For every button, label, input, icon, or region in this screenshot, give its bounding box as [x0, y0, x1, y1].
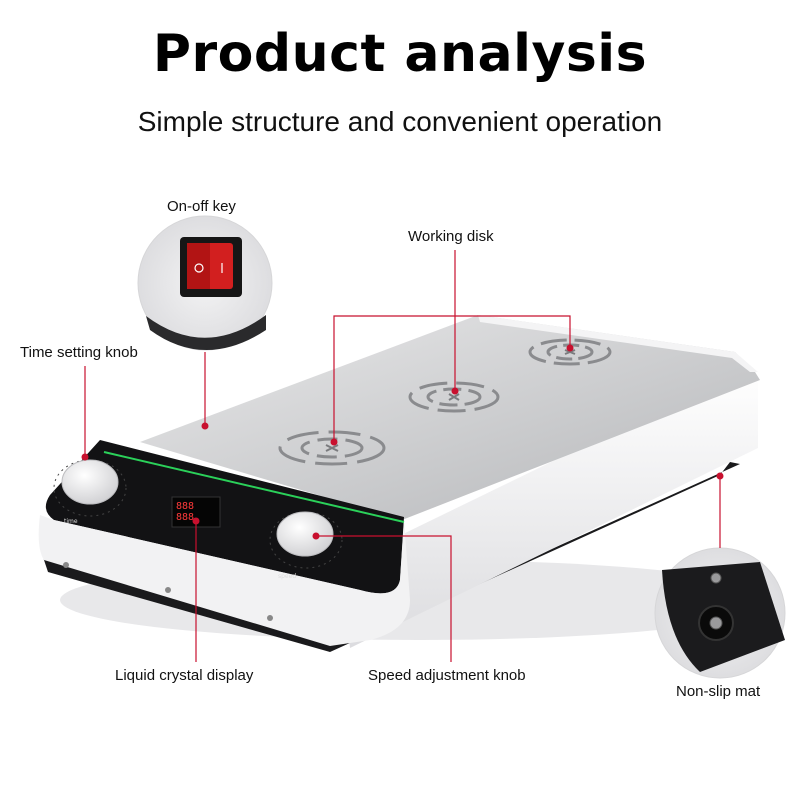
- accent-line: [103, 451, 405, 523]
- speed-knob-label: speed: [278, 573, 296, 580]
- callout-time-setting-knob: Time setting knob: [20, 344, 138, 361]
- callout-non-slip-mat: Non-slip mat: [676, 683, 761, 700]
- working-disk-1: [278, 430, 386, 466]
- speed-adjustment-knob[interactable]: speed: [269, 511, 343, 580]
- time-setting-knob[interactable]: time: [53, 459, 127, 525]
- front-screw-icon: [267, 615, 273, 621]
- non-slip-mat-inset: [654, 547, 786, 679]
- on-off-key-inset: [137, 215, 273, 351]
- callout-working-disk: Working disk: [408, 228, 494, 245]
- working-plate: [140, 315, 760, 520]
- display-readout-1: 888: [176, 501, 194, 512]
- plate-rim: [478, 315, 758, 372]
- callout-lines: [81, 250, 724, 662]
- mat-screw-icon: [710, 572, 722, 584]
- callout-on-off-key: On-off key: [167, 198, 236, 215]
- callout-liquid-crystal-display: Liquid crystal display: [115, 667, 254, 684]
- device-side-wall: [345, 370, 758, 648]
- display-readout-2: 888: [176, 512, 194, 523]
- page-subtitle: Simple structure and convenient operatio…: [137, 106, 663, 137]
- front-housing: [38, 515, 411, 646]
- callout-speed-adjustment-knob: Speed adjustment knob: [368, 667, 526, 684]
- page-title: Product analysis: [152, 24, 648, 84]
- front-screw-icon: [63, 562, 69, 568]
- time-knob-label: time: [64, 518, 78, 525]
- front-screw-icon: [165, 587, 171, 593]
